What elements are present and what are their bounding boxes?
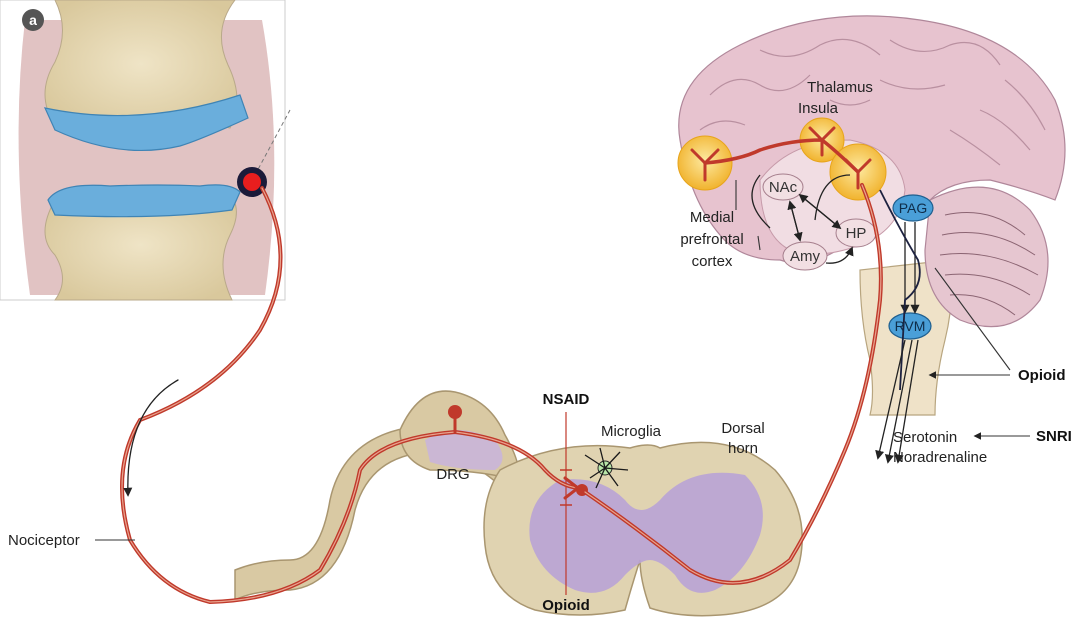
label-serotonin: Serotonin	[893, 429, 957, 446]
label-noradrenaline: Noradrenaline	[893, 449, 987, 466]
label-rvm: RVM	[895, 318, 926, 334]
label-pag: PAG	[899, 200, 928, 216]
label-amy: Amy	[790, 248, 821, 265]
label-microglia: Microglia	[601, 423, 662, 440]
label-drg: DRG	[436, 466, 469, 483]
label-nociceptor: Nociceptor	[8, 532, 80, 549]
label-nsaid: NSAID	[543, 391, 590, 408]
label-dorsal-horn-1: Dorsal	[721, 420, 764, 437]
label-mpfc-1: Medial	[690, 209, 734, 226]
label-nac: NAc	[769, 179, 798, 196]
joint-panel: a	[0, 0, 290, 300]
label-thalamus: Thalamus	[807, 79, 873, 96]
label-insula: Insula	[798, 100, 839, 117]
label-opioid-brain: Opioid	[1018, 367, 1066, 384]
panel-label: a	[29, 12, 37, 28]
cerebellum	[925, 187, 1048, 327]
label-hp: HP	[846, 225, 867, 242]
lower-cartilage	[48, 185, 240, 217]
label-dorsal-horn-2: horn	[728, 440, 758, 457]
label-opioid-spinal: Opioid	[542, 597, 590, 614]
label-snri: SNRI	[1036, 428, 1072, 445]
label-mpfc-2: prefrontal	[680, 231, 743, 248]
label-mpfc-3: cortex	[692, 253, 733, 270]
